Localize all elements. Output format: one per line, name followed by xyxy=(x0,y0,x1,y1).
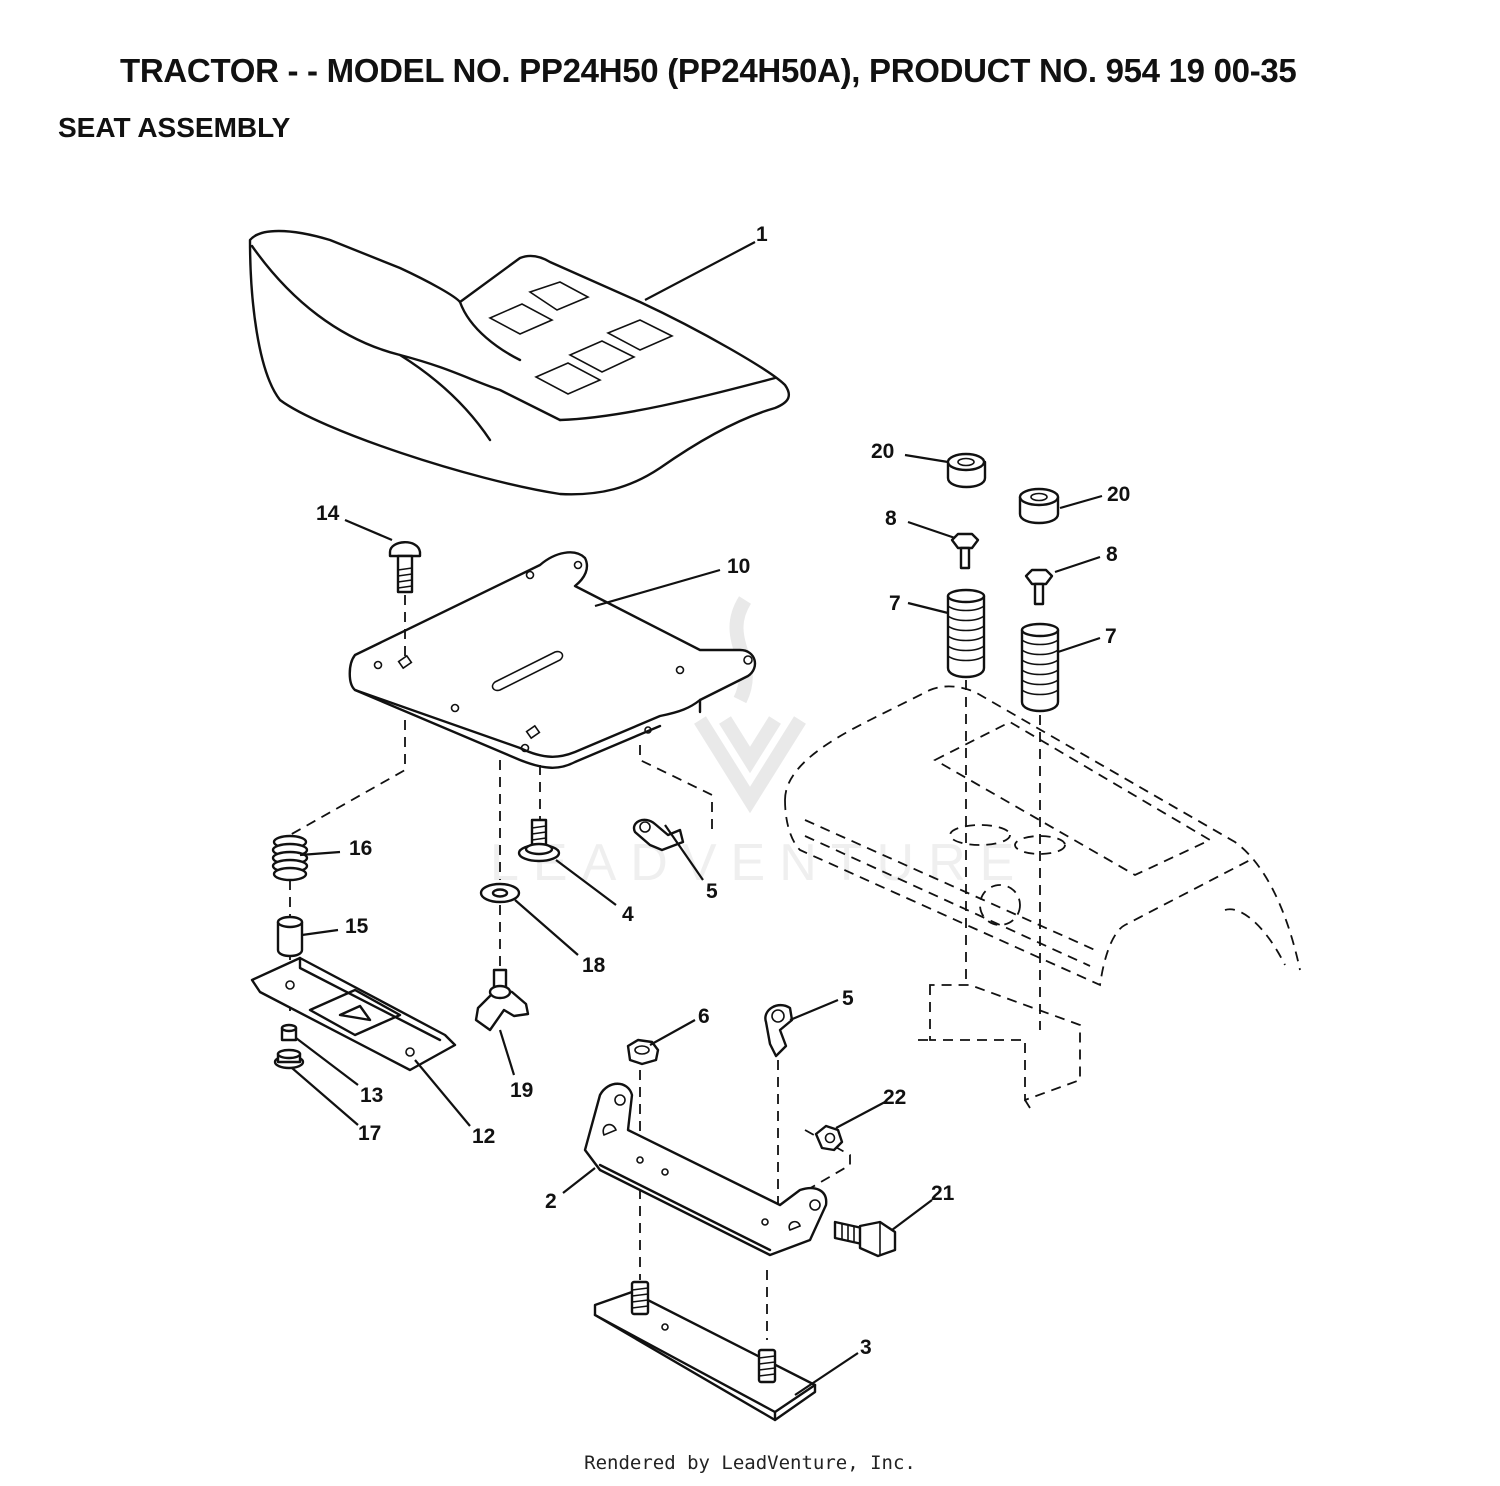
callout-18: 18 xyxy=(582,954,606,977)
callout-19: 19 xyxy=(510,1079,533,1102)
hex-nut-part xyxy=(626,1038,660,1066)
callout-4: 4 xyxy=(622,903,634,926)
hex-bolt-part xyxy=(833,1220,897,1258)
callout-14: 14 xyxy=(316,502,340,525)
clip-lower-part xyxy=(764,1003,794,1058)
callout-leaders xyxy=(291,241,1103,1396)
callout-20-right: 20 xyxy=(1107,483,1130,506)
watermark-text: LEADVENTURE xyxy=(490,834,1028,892)
callout-5-upper: 5 xyxy=(706,880,718,903)
carriage-bolt-part xyxy=(388,541,422,594)
spring-small-part xyxy=(271,834,309,882)
callout-21: 21 xyxy=(931,1182,955,1205)
spring-right-part xyxy=(1020,622,1060,713)
screw-right-part xyxy=(1024,568,1054,606)
callout-16: 16 xyxy=(349,837,372,860)
callout-3: 3 xyxy=(860,1336,872,1359)
bumper-right-part xyxy=(1018,487,1060,525)
callout-6: 6 xyxy=(698,1005,710,1028)
seat-part xyxy=(248,229,791,496)
slide-bracket-part xyxy=(250,956,457,1072)
spring-left-part xyxy=(946,588,986,679)
callout-7-right: 7 xyxy=(1105,625,1117,648)
callout-20-left: 20 xyxy=(871,440,894,463)
bumper-left-part xyxy=(946,452,987,489)
callout-13: 13 xyxy=(360,1084,383,1107)
callout-15: 15 xyxy=(345,915,369,938)
callout-8-right: 8 xyxy=(1106,543,1118,566)
nut-13-part xyxy=(280,1023,298,1042)
screw-left-part xyxy=(950,532,980,570)
callout-17: 17 xyxy=(358,1122,381,1145)
callout-10: 10 xyxy=(727,555,750,578)
page-title: TRACTOR - - MODEL NO. PP24H50 (PP24H50A)… xyxy=(120,52,1297,89)
watermark-logo: LEADVENTURE xyxy=(490,596,1028,892)
seat-pan-part xyxy=(348,551,757,769)
flange-nut-17-part xyxy=(273,1048,305,1070)
clip-upper-part xyxy=(632,818,685,852)
spacer-part xyxy=(276,915,304,958)
callout-2: 2 xyxy=(545,1190,557,1213)
footer-credit: Rendered by LeadVenture, Inc. xyxy=(584,1452,916,1474)
callout-7-left: 7 xyxy=(889,592,901,615)
callout-1: 1 xyxy=(756,223,768,246)
washer-part xyxy=(479,882,521,904)
callout-labels: 1 2 3 4 5 5 6 7 7 8 8 10 12 13 14 15 16 … xyxy=(316,223,1130,1359)
callout-8-left: 8 xyxy=(885,507,897,530)
callout-12: 12 xyxy=(472,1125,495,1148)
knob-part xyxy=(474,968,530,1032)
mounting-plate-part xyxy=(593,1280,817,1422)
shoulder-bolt-part xyxy=(517,818,561,863)
fender-reference xyxy=(784,680,1301,1109)
callout-22: 22 xyxy=(883,1086,906,1109)
section-title: SEAT ASSEMBLY xyxy=(58,112,291,143)
lock-nut-part xyxy=(814,1124,844,1152)
callout-5-lower: 5 xyxy=(842,987,854,1010)
pivot-bracket-part xyxy=(583,1082,828,1257)
